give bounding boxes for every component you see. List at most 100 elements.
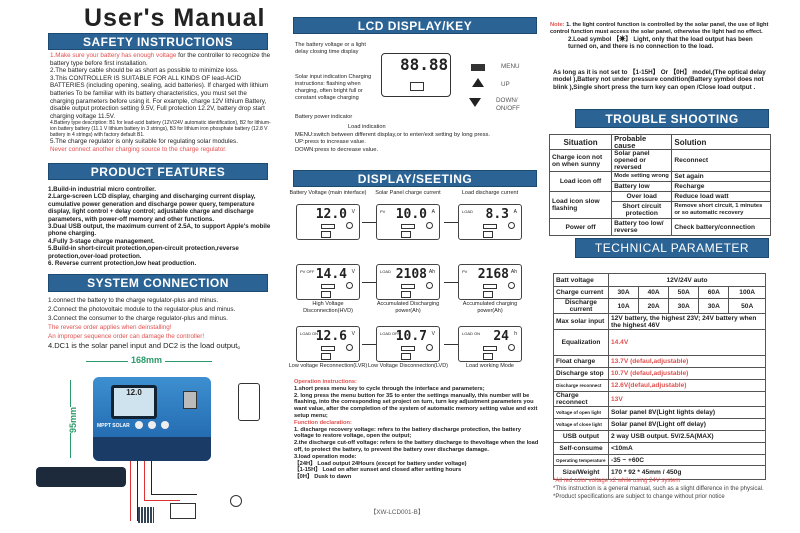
tech-footnotes: *All red color voltage x2 while using 24… [553,478,778,501]
function-item: 3.load operation mode: [294,453,357,460]
battery-box-icon [321,231,331,238]
feature-item: 2.Large-screen LCD display, charging and… [48,193,256,223]
row-value: 10.7V (defaul,adjustable) [608,367,766,380]
cell: 60A [698,286,730,299]
cell: Check battery/connection [671,218,771,236]
cell: Reduce load watt [671,191,771,202]
menu-description: MENU:switch between different display,or… [295,132,491,138]
connection-heading: SYSTEM CONNECTION [48,274,268,292]
down-key-label: DOWN/ ON/OFF [496,97,520,112]
screen-unit: V [351,209,355,215]
features-heading: PRODUCT FEATURES [48,163,268,180]
row-label: Size/Weight [553,465,609,480]
safety-list: 1.Make sure your battery has enough volt… [50,52,272,154]
battery-box-icon [483,353,493,360]
bulb-icon [426,344,433,351]
row-value: 13.7V (defaul,adjustable) [608,355,766,368]
cell: 30A [698,298,730,314]
bulb-icon [426,282,433,289]
cell: 30A [668,298,700,314]
safety-item-4: 4.Battery type description: B1 for lead-… [50,120,271,139]
screen-unit: A [431,209,435,215]
wire-red [144,461,180,501]
bulb-icon [508,344,515,351]
phone-icon [238,383,260,421]
model-code: 【XW-LCD001-B】 [370,509,425,516]
operation-item: 2. long press the menu button for 3S to … [294,392,538,419]
connection-warning: The reverse order applies when deinstall… [48,324,172,331]
note-label: Note: [550,22,565,28]
battery-icon [483,284,497,289]
battery-box-icon [483,291,493,298]
feature-item: 3.Dual USB output, the maximum current o… [48,223,271,238]
screen-value: 14.4 [315,267,347,282]
cell: 20A [638,298,670,314]
label-battery-power: Battery power indicator [295,114,353,120]
row-value: 14.4V [608,329,766,356]
flow-arrow [362,282,376,283]
screen-prefix: LOAD OFF [380,331,401,336]
row-label: Voltage of close light [553,418,609,431]
bulb-icon [346,282,353,289]
controller-bottom-view [36,467,126,487]
cell: Solar panel opened or reversed [611,149,673,172]
menu-key-label: MENU [501,63,520,70]
row-label: Operating temperature [553,454,609,466]
screen-value: 10.7 [395,329,427,344]
row-label: Equalization [553,329,609,356]
cell: Battery too low/ reverse [611,218,673,236]
connection-item: 2.Connect the photovoltaic module to the… [48,306,236,313]
tech-heading: TECHNICAL PARAMETER [575,238,769,258]
bulb-icon [508,282,515,289]
battery-box-icon [321,291,331,298]
screen-caption: High Voltage Disconnection(HVD) [303,301,353,314]
connection-list: 1.connect the battery to the charge regu… [48,296,278,350]
cell: Over load [611,191,673,202]
label-voltage-display: The battery voltage or a light delay clo… [295,42,366,55]
battery-box-icon [401,231,411,238]
screen-value: 8.3 [485,207,509,222]
row-value: 12.6V(defaul,adjustable) [608,379,766,392]
lcd-key-section: The battery voltage or a light delay clo… [293,38,543,168]
function-item: 2.the discharge cut-off voltage: refers … [294,440,539,453]
safety-item-5: 5.The charge regulator is only suitable … [50,138,238,146]
row-value: -35 ~ +60C [608,454,766,466]
battery-box-icon [401,291,411,298]
cell: 50A [668,286,700,299]
cell: 50A [728,298,766,314]
wire-black [151,461,197,495]
menu-key-icon [471,64,485,71]
cell: Load icon slow flashing [548,191,613,219]
safety-item-2: 2.The battery cable should be as short a… [50,67,239,75]
row-value: 170 * 92 * 45mm / 450g [608,465,766,480]
feature-item: 5.Build-in short-circuit protection,open… [48,245,239,260]
screen-prefix: LOAD [462,209,473,214]
row-value: Solar panel 8V(Light lights delay) [608,406,766,419]
battery-icon [483,224,497,229]
flow-arrow [444,344,458,345]
flow-arrow [362,222,376,223]
trouble-heading: TROUBLE SHOOTING [575,109,769,128]
battery-icon [170,503,196,519]
screen-caption: Battery Voltage (main interface) [289,190,367,196]
screen-value: 24 [493,329,509,344]
battery-icon [401,346,415,351]
cell: Recharge [671,181,771,192]
row-value: 2 way USB output. 5V/2.5A(MAX) [608,430,766,443]
features-list: 1.Build-in industrial micro controller. … [48,186,273,267]
note-paragraph: As long as it is not set to 【1-15H】 Or 【… [553,69,766,91]
screen-caption: Load discharge current [461,190,519,196]
screen-unit: A [513,209,517,215]
screen-value: 10.0 [395,207,427,222]
function-item: 【24H】 Load output 24Hours (except for ba… [294,460,467,467]
page-title: User's Manual [84,4,266,32]
